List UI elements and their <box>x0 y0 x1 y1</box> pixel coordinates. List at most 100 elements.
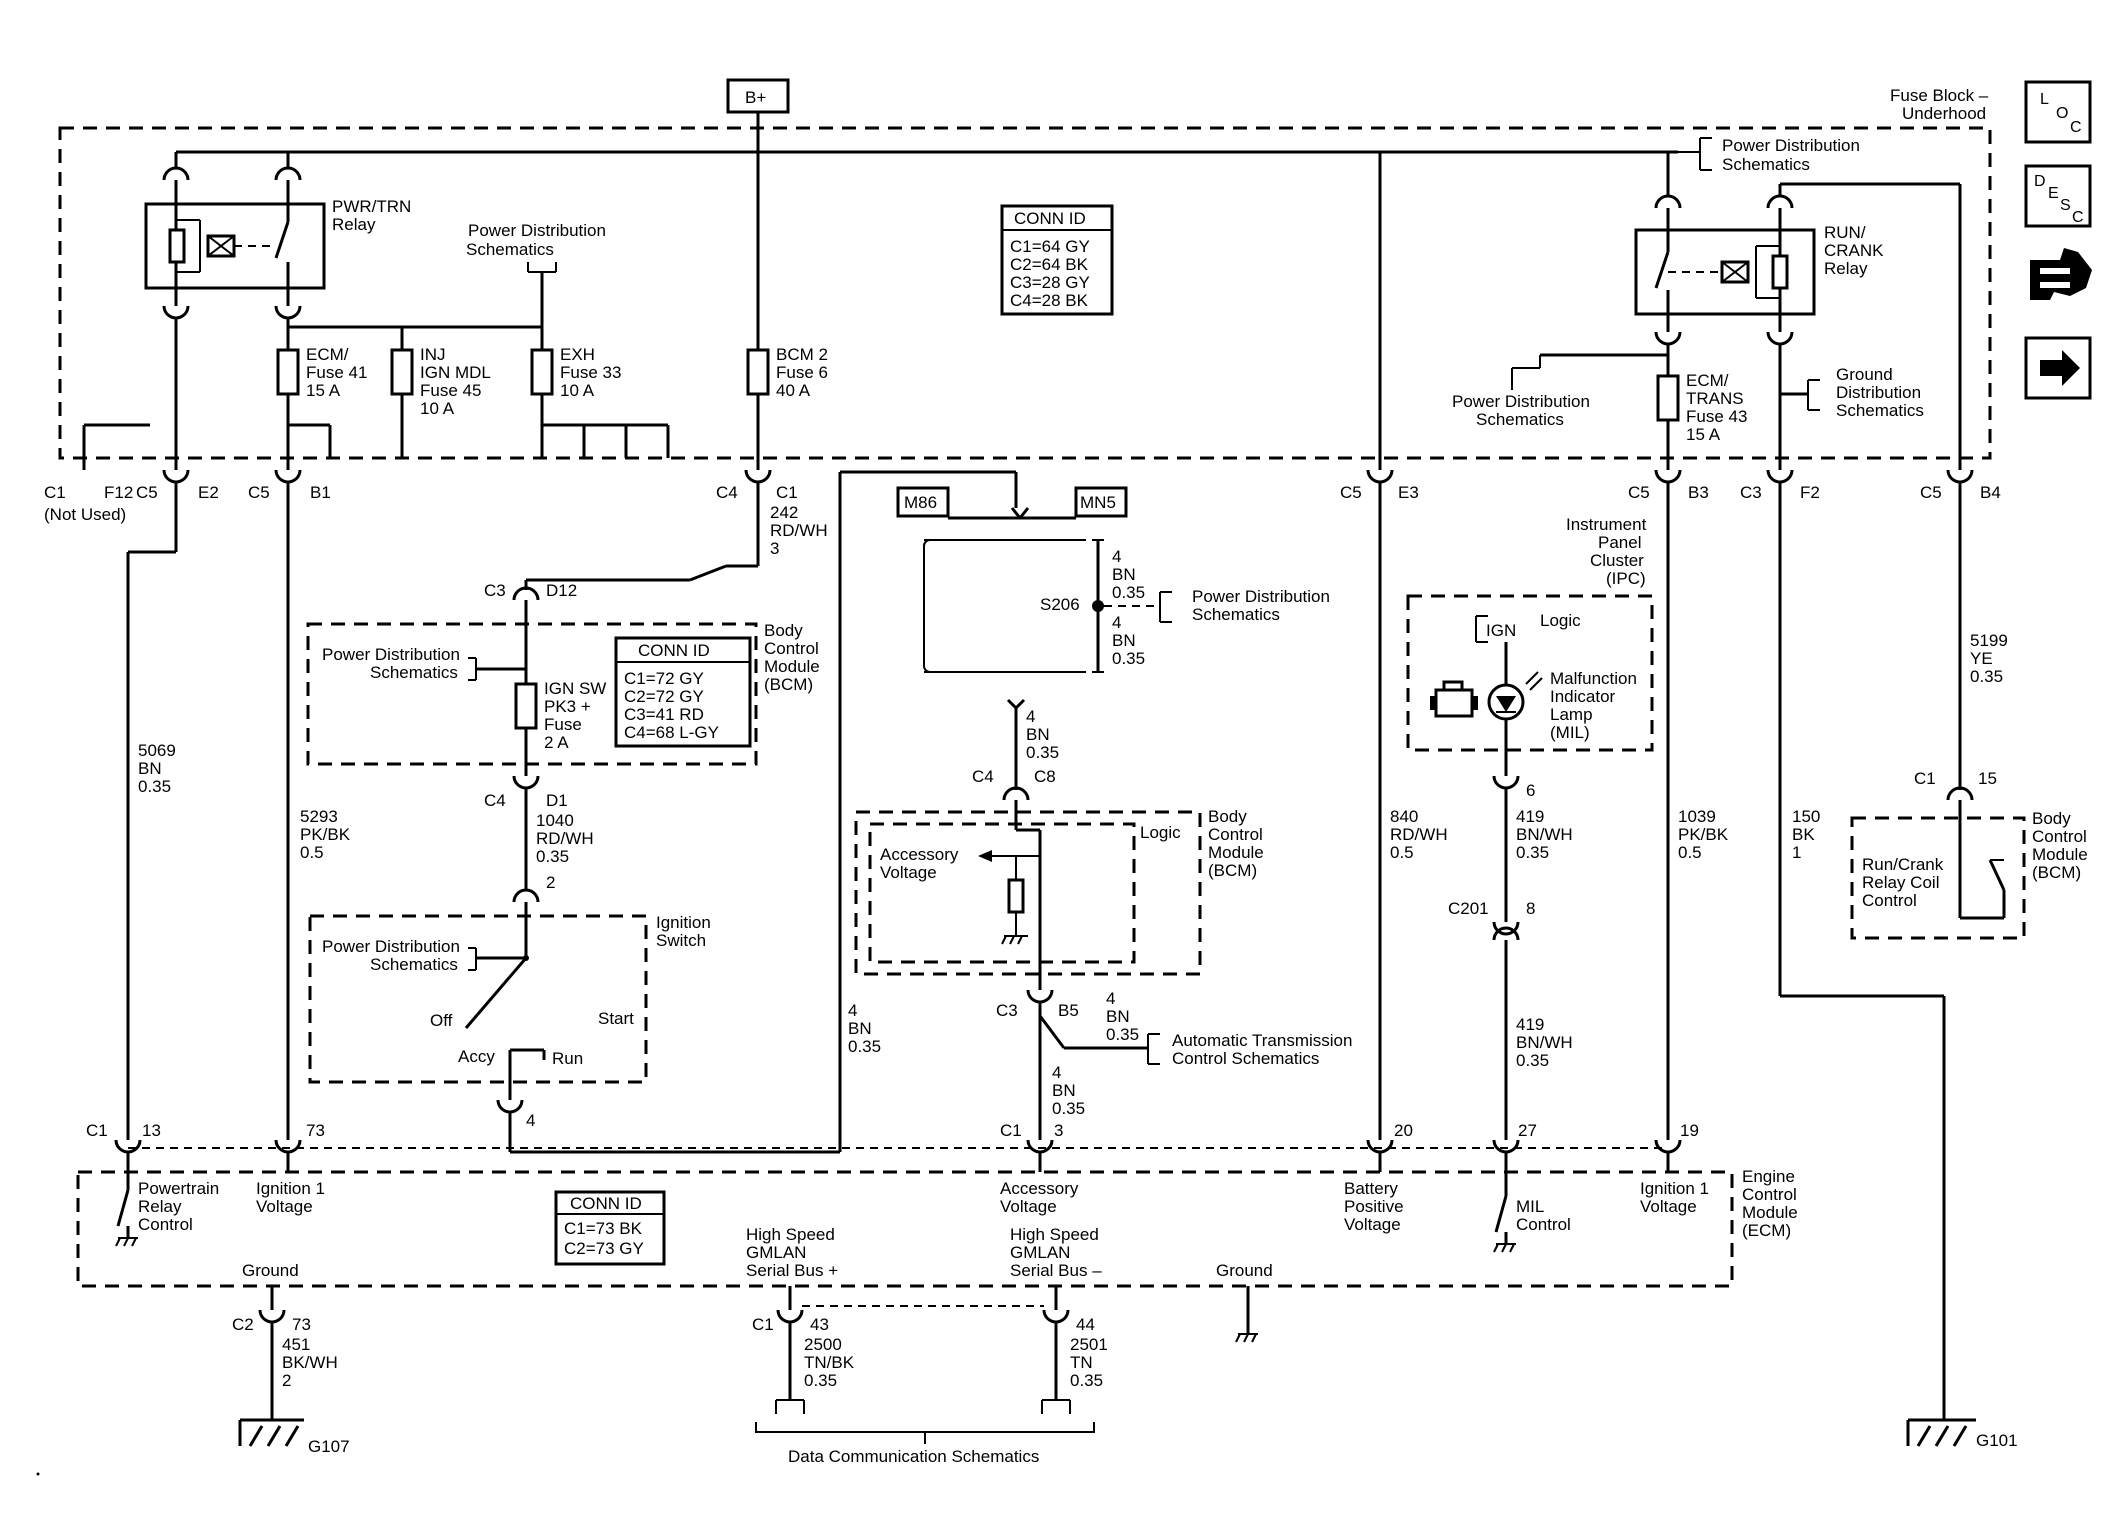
loc-button[interactable] <box>2024 80 2092 144</box>
power-dist-ref-ign-1: Power Distribution <box>322 937 460 956</box>
fuse-inj-label-3: Fuse 45 <box>420 381 481 400</box>
gmlan-plus-label-2: GMLAN <box>746 1243 806 1262</box>
ecm-c1-mid: C1 <box>1000 1121 1022 1140</box>
accessory-voltage-ecm-2: Voltage <box>1000 1197 1057 1216</box>
ignition1-b-label-2: Voltage <box>1640 1197 1697 1216</box>
fuse-exh-label-3: 10 A <box>560 381 595 400</box>
wire-4bn-d-3: 0.35 <box>1026 743 1059 762</box>
powertrain-relay-label-2: Relay <box>138 1197 182 1216</box>
wire-4bn-c-2: BN <box>1112 631 1136 650</box>
power-dist-ref-s206-1: Power Distribution <box>1192 587 1330 606</box>
ipc-title-1: Instrument <box>1566 515 1647 534</box>
battery-voltage-label-3: Voltage <box>1344 1215 1401 1234</box>
bcm-mid-outline <box>854 810 1202 976</box>
loc-letter-o: O <box>2056 105 2068 122</box>
conn-id-fuse-block-row-3: C3=28 GY <box>1010 273 1090 292</box>
power-dist-ref-bcm-2: Schematics <box>370 663 458 682</box>
pin-c5-left-a: C5 <box>136 483 158 502</box>
ground-g101-label: G101 <box>1976 1431 2018 1450</box>
gmlan-plus-label-3: Serial Bus + <box>746 1261 838 1280</box>
ignition-switch-title-1: Ignition <box>656 913 711 932</box>
auto-trans-ref-2: Control Schematics <box>1172 1049 1319 1068</box>
ignition1-a-label-1: Ignition 1 <box>256 1179 325 1198</box>
wire-5069-label-3: 0.35 <box>138 777 171 796</box>
wire-419a-label-2: BN/WH <box>1516 825 1573 844</box>
conn-id-bcm-row-4: C4=68 L-GY <box>624 723 719 742</box>
ecm-title-2: Control <box>1742 1185 1797 1204</box>
wire-4bn-e-1: 4 <box>1106 989 1115 1008</box>
wire-1039-label-3: 0.5 <box>1678 843 1702 862</box>
diagnostic-tools-icon[interactable] <box>2030 248 2092 300</box>
bcm-mid-title-2: Control <box>1208 825 1263 844</box>
auto-trans-ref-1: Automatic Transmission <box>1172 1031 1352 1050</box>
bcm-mid-c4: C4 <box>972 767 994 786</box>
wire-1039-label-2: PK/BK <box>1678 825 1729 844</box>
data-comm-bracket <box>755 1422 1095 1433</box>
fuse-exh-label-2: Fuse 33 <box>560 363 621 382</box>
bcm-c4: C4 <box>484 791 506 810</box>
wire-4bn-d-2: BN <box>1026 725 1050 744</box>
mil-control-label-1: MIL <box>1516 1197 1544 1216</box>
bcm-mid-c3: C3 <box>996 1001 1018 1020</box>
fuse-bcm2-label-3: 40 A <box>776 381 811 400</box>
mil-label-1: Malfunction <box>1550 669 1637 688</box>
desc-button[interactable] <box>2024 164 2092 228</box>
bcm-top-title-2: Control <box>764 639 819 658</box>
fuse-ign-sw-label-2: PK3 + <box>544 697 591 716</box>
ground-dist-label-1: Ground <box>1836 365 1893 384</box>
bcm-top-title-1: Body <box>764 621 803 640</box>
fuse-inj-label-1: INJ <box>420 345 446 364</box>
run-crank-relay-label-1: RUN/ <box>1824 223 1866 242</box>
powertrain-relay-label-1: Powertrain <box>138 1179 219 1198</box>
wire-419b-label-1: 419 <box>1516 1015 1544 1034</box>
pin-f12: F12 <box>104 483 133 502</box>
run-crank-coil-label-2: Relay Coil <box>1862 873 1939 892</box>
fuse-ign-sw-label-3: Fuse <box>544 715 582 734</box>
ecm-c2: C2 <box>232 1315 254 1334</box>
wire-1040-label-1: 1040 <box>536 811 574 830</box>
ignition1-a-label-2: Voltage <box>256 1197 313 1216</box>
accessory-voltage-2: Voltage <box>880 863 937 882</box>
bcm-mid-logic-outline <box>868 822 1136 964</box>
ecm-pin-3: 3 <box>1054 1121 1063 1140</box>
fuse-ecm-trans-43 <box>1656 374 1680 422</box>
wire-840-label-1: 840 <box>1390 807 1418 826</box>
bcm-right-pin-15: 15 <box>1978 769 1997 788</box>
wire-5069-label-2: BN <box>138 759 162 778</box>
run-crank-relay-label-3: Relay <box>1824 259 1868 278</box>
loc-letter-l: L <box>2040 91 2049 108</box>
wire-5293-label-3: 0.5 <box>300 843 324 862</box>
ecm-title-3: Module <box>1742 1203 1798 1222</box>
ecm-pin-13: 13 <box>142 1121 161 1140</box>
conn-id-bcm-row-3: C3=41 RD <box>624 705 704 724</box>
ecm-title-1: Engine <box>1742 1167 1795 1186</box>
desc-letter-c: C <box>2072 209 2084 226</box>
bcm-mid-c8: C8 <box>1034 767 1056 786</box>
gmlan-minus-label-2: GMLAN <box>1010 1243 1070 1262</box>
bcm-right-title-3: Module <box>2032 845 2088 864</box>
run-crank-coil-label-3: Control <box>1862 891 1917 910</box>
ground-dist-label-3: Schematics <box>1836 401 1924 420</box>
power-dist-ref-right-1: Power Distribution <box>1452 392 1590 411</box>
ipc-title-3: Cluster <box>1590 551 1644 570</box>
wire-4bn-e-3: 0.35 <box>1106 1025 1139 1044</box>
wire-451-label-2: BK/WH <box>282 1353 338 1372</box>
fuse-inj-label-2: IGN MDL <box>420 363 491 382</box>
battery-positive-label: B+ <box>745 88 766 107</box>
wire-2500-label-1: 2500 <box>804 1335 842 1354</box>
bcm-mid-b5: B5 <box>1058 1001 1079 1020</box>
wire-5069-label-1: 5069 <box>138 741 176 760</box>
wire-4bn-b-1: 4 <box>1112 547 1121 566</box>
ecm-c2-pin-73: 73 <box>292 1315 311 1334</box>
ecm-ground-a: Ground <box>242 1261 299 1280</box>
bcm-right-title-2: Control <box>2032 827 2087 846</box>
run-crank-relay-label-2: CRANK <box>1824 241 1884 260</box>
conn-id-bcm-title: CONN ID <box>638 641 710 660</box>
wire-4bn-c-3: 0.35 <box>1112 649 1145 668</box>
battery-voltage-label-1: Battery <box>1344 1179 1398 1198</box>
wire-4bn-a-1: 4 <box>848 1001 857 1020</box>
ecm-pin-73: 73 <box>306 1121 325 1140</box>
wire-1040-label-3: 0.35 <box>536 847 569 866</box>
bcm-mid-logic: Logic <box>1140 823 1181 842</box>
fuse-ign-sw-pk3 <box>514 682 538 730</box>
